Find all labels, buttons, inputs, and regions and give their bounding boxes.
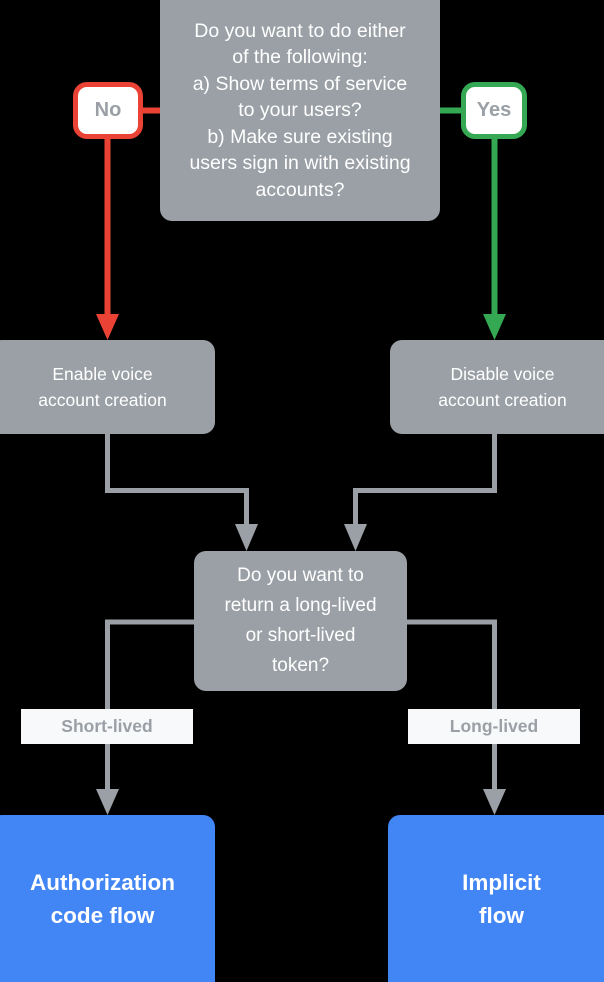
node-authorization-code-flow[interactable]: Authorization code flow [0, 815, 215, 982]
edge-token-to-implicit-line [407, 619, 497, 793]
edge-disable-to-token-line [353, 434, 497, 528]
node-enable-voice-account-creation[interactable]: Enable voice account creation [0, 340, 215, 434]
edge-token-to-authorization-arrowhead [96, 789, 119, 815]
branch-pill-yes-label: Yes [476, 99, 512, 121]
edge-yes-to-disable-arrowhead [483, 314, 506, 340]
node-enable-voice-account-creation-label: Enable voice account creation [38, 364, 167, 410]
edge-enable-to-token-line [105, 434, 249, 528]
node-implicit-flow-label: Implicit flow [462, 869, 541, 928]
edge-label-short-lived: Short-lived [21, 709, 193, 744]
edge-token-to-implicit-arrowhead [483, 789, 506, 815]
branch-pill-yes[interactable]: Yes [461, 82, 527, 139]
edge-label-long-lived: Long-lived [408, 709, 580, 744]
edge-label-long-lived-text: Long-lived [449, 716, 539, 736]
edge-no-to-enable-arrowhead [96, 314, 119, 340]
decision-node-terms-of-service[interactable]: Do you want to do either of the followin… [160, 0, 440, 221]
decision-node-token-lifetime[interactable]: Do you want to return a long-lived or sh… [194, 551, 407, 691]
branch-pill-no[interactable]: No [73, 82, 143, 139]
edge-label-short-lived-text: Short-lived [61, 716, 153, 736]
node-authorization-code-flow-label: Authorization code flow [30, 869, 175, 928]
edge-enable-to-token-arrowhead [235, 524, 258, 551]
edge-token-to-authorization-line [105, 619, 194, 793]
node-disable-voice-account-creation-label: Disable voice account creation [438, 364, 567, 410]
decision-node-token-lifetime-label: Do you want to return a long-lived or sh… [224, 565, 377, 676]
node-disable-voice-account-creation[interactable]: Disable voice account creation [390, 340, 604, 434]
decision-node-terms-of-service-label: Do you want to do either of the followin… [189, 19, 411, 201]
branch-pill-no-label: No [94, 99, 122, 121]
edge-disable-to-token-arrowhead [344, 524, 367, 551]
node-implicit-flow[interactable]: Implicit flow [388, 815, 604, 982]
